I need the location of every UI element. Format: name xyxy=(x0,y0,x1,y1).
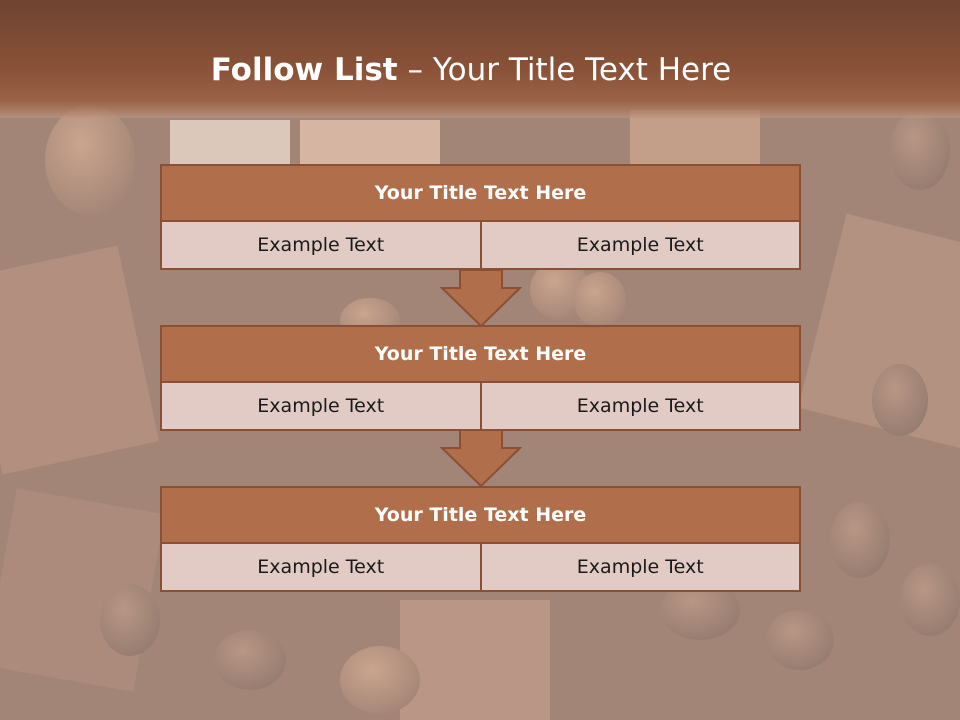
step-title-1: Your Title Text Here xyxy=(162,166,799,222)
step-box-1: Your Title Text Here Example Text Exampl… xyxy=(160,164,801,270)
down-arrow-icon xyxy=(440,430,522,488)
slide-title: Follow List – Your Title Text Here xyxy=(0,52,942,88)
step-3-left-text: Example Text xyxy=(162,544,482,590)
step-title-3: Your Title Text Here xyxy=(162,488,799,544)
step-title-2: Your Title Text Here xyxy=(162,327,799,383)
step-1-right-text: Example Text xyxy=(481,222,799,268)
slide-title-bold: Follow List xyxy=(210,52,398,88)
step-3-right-text: Example Text xyxy=(481,544,799,590)
slide-title-rest: – Your Title Text Here xyxy=(397,52,732,88)
down-arrow-icon xyxy=(440,270,522,328)
step-2-left-text: Example Text xyxy=(162,383,482,429)
step-box-2: Your Title Text Here Example Text Exampl… xyxy=(160,325,801,431)
step-box-3: Your Title Text Here Example Text Exampl… xyxy=(160,486,801,592)
step-2-right-text: Example Text xyxy=(481,383,799,429)
title-band xyxy=(0,0,960,118)
step-1-left-text: Example Text xyxy=(162,222,482,268)
